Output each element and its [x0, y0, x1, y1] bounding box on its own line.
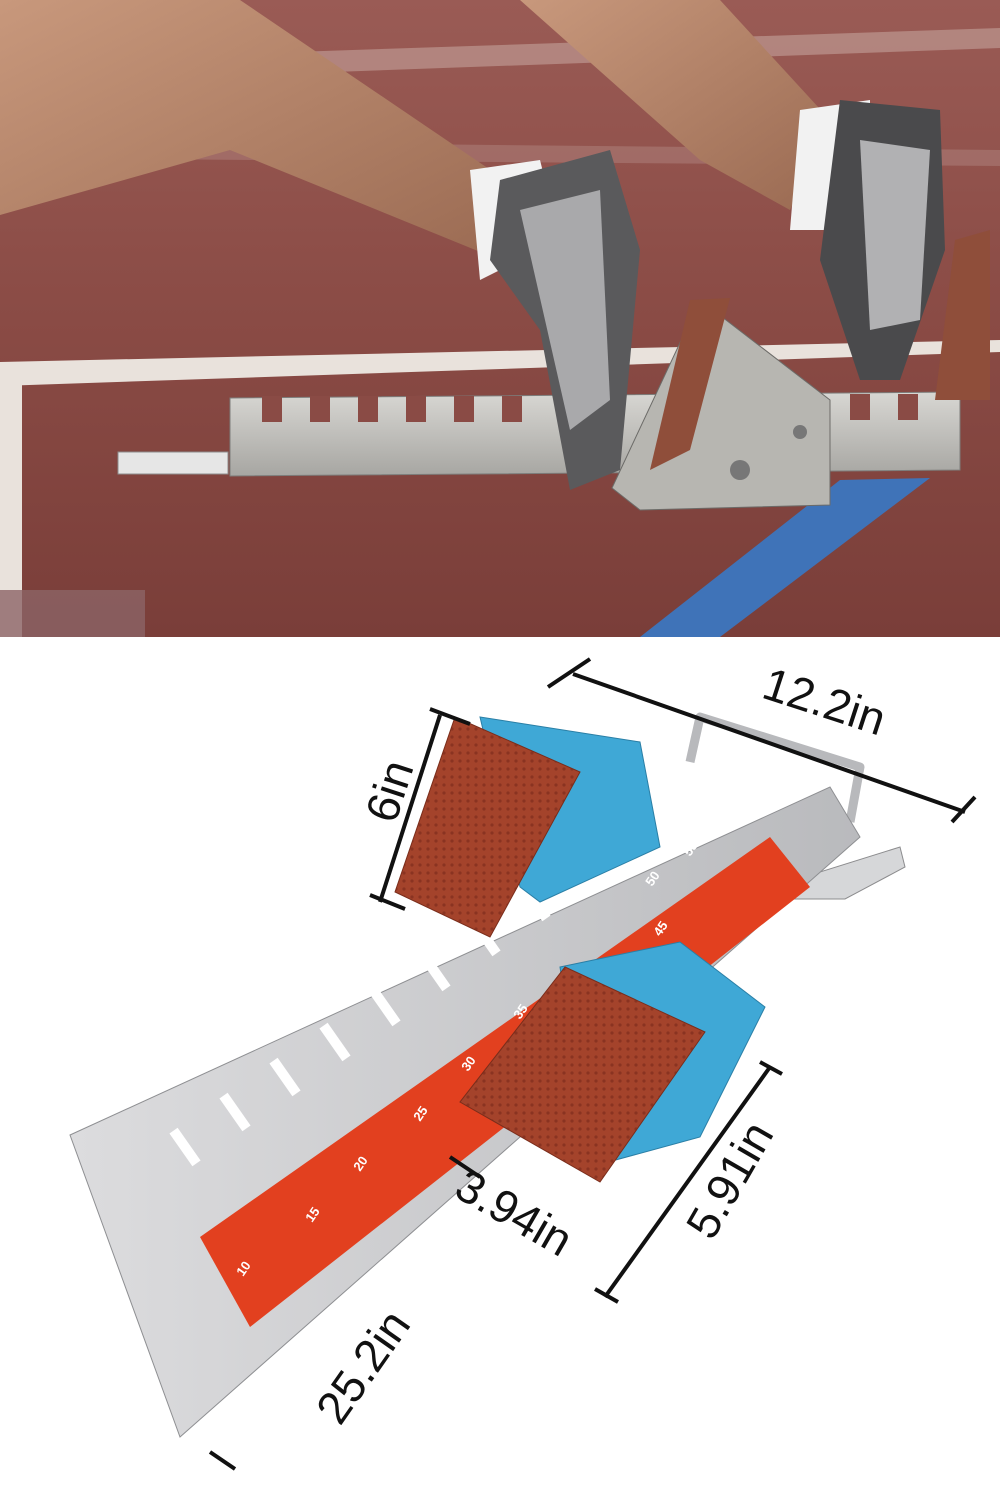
scale-mark: 20 [350, 1153, 371, 1173]
scale-mark: 30 [458, 1053, 479, 1073]
scale-mark: 10 [233, 1258, 254, 1278]
scale-mark: 15 [302, 1204, 323, 1224]
runner-legs [0, 0, 945, 490]
dimension-diagram: 10 15 20 25 30 35 45 50 55 [0, 637, 1000, 1485]
scale-mark: 35 [510, 1001, 531, 1021]
rear-block [394, 716, 661, 938]
block-pedal [611, 230, 990, 511]
starting-block-rail [117, 391, 961, 477]
scale-numbers: 10 15 20 25 30 35 45 50 55 [233, 838, 701, 1278]
scale-mark: 45 [650, 918, 671, 938]
scale-mark: 50 [642, 868, 663, 888]
front-block [459, 941, 766, 1183]
blue-lane-marking [640, 478, 930, 637]
dimension-lines [208, 657, 977, 1471]
runner-starting-block-photo [0, 0, 1000, 637]
scale-mark: 25 [410, 1103, 431, 1123]
scale-mark: 55 [680, 838, 701, 858]
